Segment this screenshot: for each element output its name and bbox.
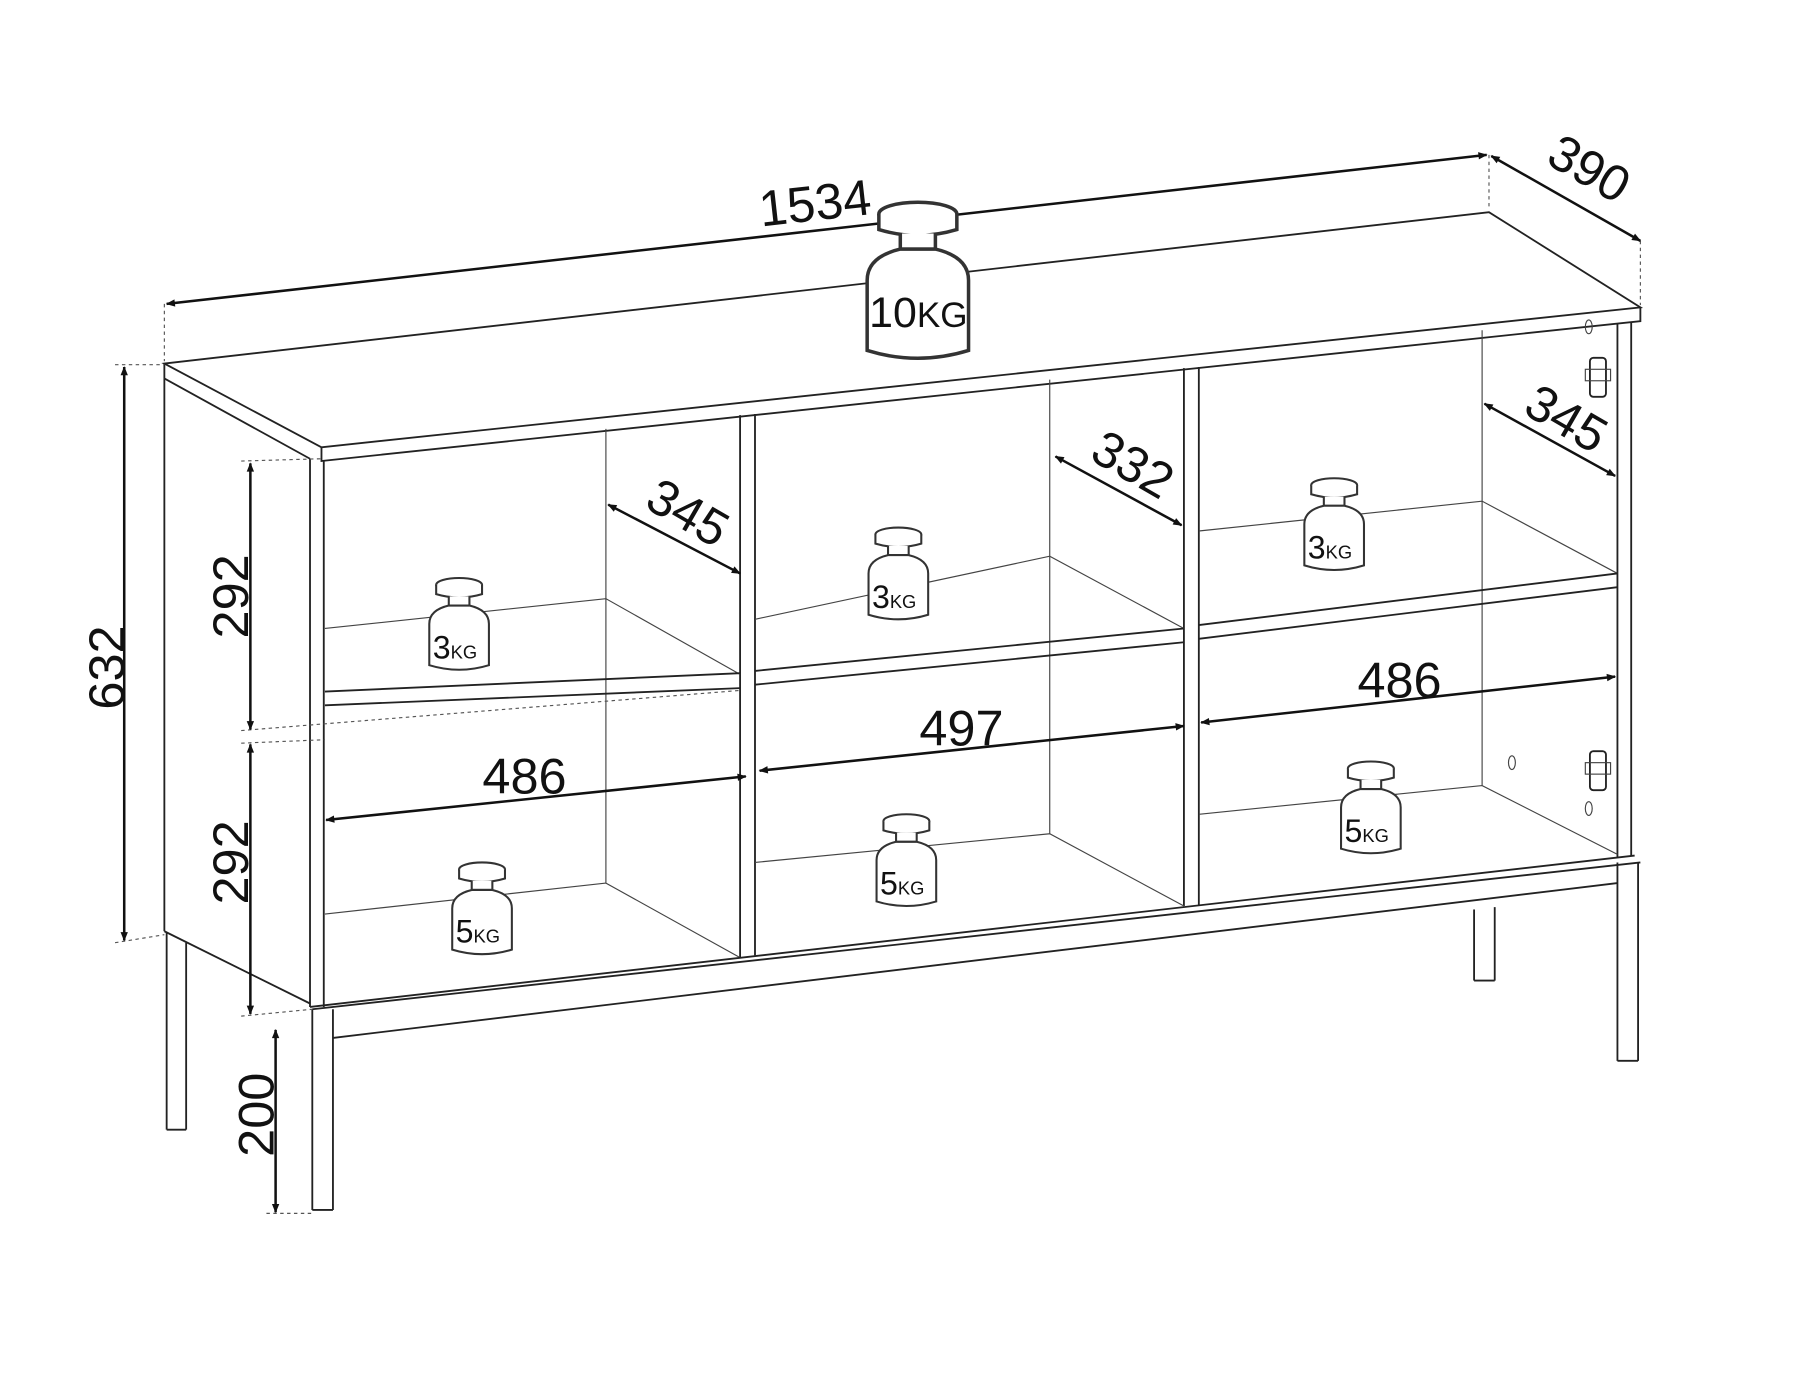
dimension-label: 200 bbox=[227, 1073, 284, 1157]
dimension-right-depth: 345 bbox=[1483, 373, 1617, 478]
dimension-left-width: 486 bbox=[325, 748, 747, 823]
weight-icon-upper-middle: 3KG bbox=[867, 526, 930, 621]
dimension-middle-width: 497 bbox=[758, 699, 1185, 774]
dimension-middle-depth: 332 bbox=[1054, 419, 1184, 527]
dimension-upper-height: 292 bbox=[202, 462, 259, 731]
extension-lines bbox=[114, 154, 1641, 1214]
dimension-label: 345 bbox=[637, 467, 738, 558]
dimension-label: 1534 bbox=[756, 168, 874, 237]
svg-text:5KG: 5KG bbox=[1344, 813, 1388, 849]
dimension-depth: 390 bbox=[1490, 123, 1642, 242]
svg-text:5KG: 5KG bbox=[456, 914, 500, 950]
dimension-label: 486 bbox=[482, 748, 566, 805]
hinge-icon bbox=[1584, 750, 1612, 792]
dimension-label: 332 bbox=[1082, 419, 1183, 510]
svg-text:3KG: 3KG bbox=[872, 579, 916, 615]
svg-text:5KG: 5KG bbox=[880, 866, 924, 902]
weight-icon-lower-right: 5KG bbox=[1340, 760, 1402, 855]
dimension-label: 497 bbox=[919, 699, 1003, 756]
dimension-label: 292 bbox=[202, 554, 259, 638]
svg-text:10KG: 10KG bbox=[869, 289, 967, 337]
dimension-label: 345 bbox=[1516, 373, 1617, 464]
dimension-leg-height: 200 bbox=[227, 1028, 284, 1214]
weight-icon-lower-middle: 5KG bbox=[875, 813, 938, 908]
dimension-total-height: 632 bbox=[78, 366, 135, 942]
cabinet-drawing bbox=[161, 211, 1644, 1211]
top-front-edge bbox=[320, 307, 1642, 463]
dimension-left-depth: 345 bbox=[607, 467, 741, 575]
dimension-total-width: 1534 bbox=[165, 152, 1488, 307]
svg-text:3KG: 3KG bbox=[433, 629, 477, 665]
dimension-label: 632 bbox=[78, 625, 135, 709]
dimension-label: 486 bbox=[1357, 651, 1441, 708]
hinge-icon bbox=[1584, 356, 1612, 398]
dimension-lower-height: 292 bbox=[202, 743, 259, 1015]
dimension-label: 390 bbox=[1539, 123, 1640, 214]
weight-icon-upper-right: 3KG bbox=[1303, 477, 1366, 572]
dimension-label: 292 bbox=[202, 820, 259, 904]
svg-text:3KG: 3KG bbox=[1308, 530, 1352, 566]
weight-icon-top: 10KG bbox=[865, 200, 971, 361]
weight-icon-upper-left: 3KG bbox=[428, 576, 490, 671]
dimension-right-width: 486 bbox=[1200, 651, 1617, 726]
weight-icon-lower-left: 5KG bbox=[451, 861, 513, 956]
